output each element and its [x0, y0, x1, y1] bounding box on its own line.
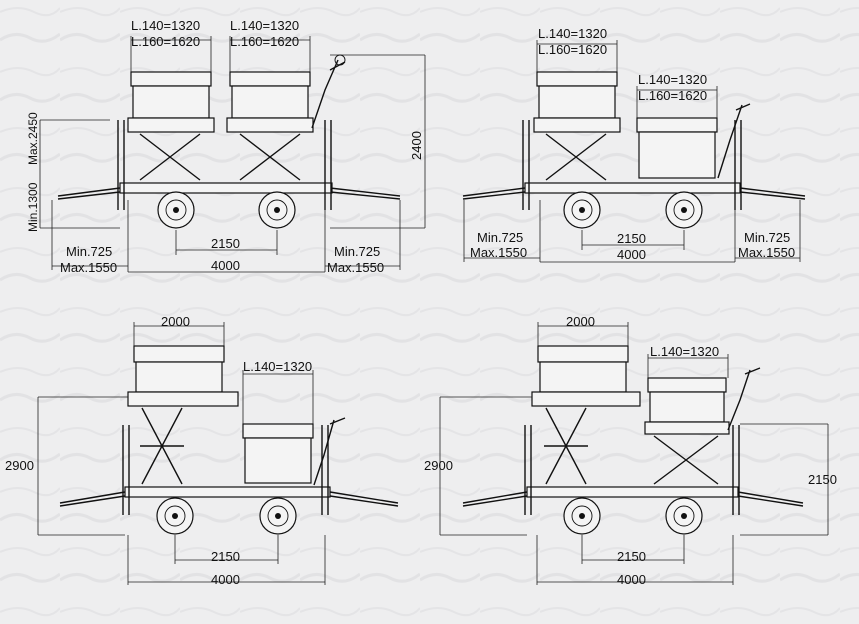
dim-left-height-min: Min.1300	[26, 182, 40, 232]
chassis-beam	[526, 486, 739, 498]
dim-height: 2400	[409, 131, 424, 160]
ramp-right	[329, 491, 399, 507]
platform-2-rail	[647, 377, 727, 393]
wheel-rear	[259, 497, 297, 535]
platform-2-basket	[244, 437, 312, 484]
dim-platform1-b: L.160=1620	[131, 34, 200, 49]
dim-length: 4000	[617, 247, 646, 262]
dim-wheelbase: 2150	[211, 549, 240, 564]
dim-wheelbase: 2150	[617, 549, 646, 564]
dim-platform1-a: L.140=1320	[131, 18, 200, 33]
ramp-right	[329, 187, 401, 200]
platform-2-deck	[226, 117, 314, 133]
dim-length: 4000	[211, 258, 240, 273]
control-handle	[727, 367, 761, 431]
wheel-front	[157, 191, 195, 229]
view-top-left: L.140=1320 L.160=1620 L.140=1320 L.160=1…	[26, 18, 426, 275]
dim-height: 2900	[5, 458, 34, 473]
scissor-1	[544, 407, 588, 485]
ramp-left	[462, 187, 526, 200]
wheel-front	[563, 497, 601, 535]
platform-1-rail	[133, 345, 225, 363]
dim-platform2-b: L.160=1620	[638, 88, 707, 103]
platform-1-deck	[531, 391, 641, 407]
dim-wheelbase: 2150	[211, 236, 240, 251]
dim-wheelbase: 2150	[617, 231, 646, 246]
dim-ramp-right-min: Min.725	[744, 230, 790, 245]
platform-1-basket	[132, 85, 210, 119]
platform-2-basket	[638, 131, 716, 179]
ramp-right	[737, 491, 804, 507]
dim-ramp-left-min: Min.725	[477, 230, 523, 245]
control-handle	[311, 59, 346, 129]
scissor-1	[545, 133, 607, 181]
wheel-rear	[258, 191, 296, 229]
scissor-2	[653, 435, 719, 485]
chassis-beam	[124, 486, 331, 498]
platform-2-basket	[649, 391, 725, 423]
platform-2-basket	[231, 85, 309, 119]
chassis-beam	[524, 182, 741, 194]
view-bottom-right: 2000 L.140=1320 2900 2150 2150 4000	[424, 314, 837, 587]
platform-2-rail	[242, 423, 314, 439]
dim-ramp-left-max: Max.1550	[60, 260, 117, 275]
platform-1-basket	[538, 85, 616, 119]
dim-ramp-left-max: Max.1550	[470, 245, 527, 260]
platform-1-basket	[539, 361, 627, 393]
chassis-beam	[119, 182, 333, 194]
scissor-2	[239, 133, 301, 181]
dim-height-right: 2150	[808, 472, 837, 487]
dim-platform1-a: L.140=1320	[538, 26, 607, 41]
ramp-left	[462, 491, 528, 507]
ramp-right	[739, 187, 806, 200]
platform-1-deck	[127, 117, 215, 133]
wheel-front	[563, 191, 601, 229]
dim-ramp-right-max: Max.1550	[738, 245, 795, 260]
scissor-1	[140, 407, 184, 485]
platform-1-rail	[130, 71, 212, 87]
dim-ramp-right-min: Min.725	[334, 244, 380, 259]
view-bottom-left: 2000 L.140=1320 2900 2150 4000	[5, 314, 399, 587]
platform-1-deck	[533, 117, 621, 133]
dim-length: 4000	[617, 572, 646, 587]
view-top-right: L.140=1320 L.160=1620 L.140=1320 L.160=1…	[462, 26, 806, 263]
platform-2-rail	[636, 117, 718, 133]
dim-platform2-b: L.160=1620	[230, 34, 299, 49]
dim-platform-width: 2000	[161, 314, 190, 329]
dim-ramp-right-max: Max.1550	[327, 260, 384, 275]
dim-platform-width: 2000	[566, 314, 595, 329]
dim-platform2-a: L.140=1320	[230, 18, 299, 33]
scissor-1	[139, 133, 201, 181]
platform-1-deck	[127, 391, 239, 407]
dim-height: 2900	[424, 458, 453, 473]
platform-1-rail	[537, 345, 629, 363]
dim-length: 4000	[211, 572, 240, 587]
dim-ramp-left-min: Min.725	[66, 244, 112, 259]
platform-2-rail	[229, 71, 311, 87]
control-handle	[313, 417, 346, 486]
control-handle	[717, 103, 751, 179]
wheel-rear	[665, 497, 703, 535]
dim-platform2-label: L.140=1320	[243, 359, 312, 374]
dim-platform2-a: L.140=1320	[638, 72, 707, 87]
dim-platform1-b: L.160=1620	[538, 42, 607, 57]
platform-1-basket	[135, 361, 223, 393]
wheel-front	[156, 497, 194, 535]
dim-left-height-max: Max.2450	[26, 112, 40, 165]
wheel-rear	[665, 191, 703, 229]
dim-platform2-label: L.140=1320	[650, 344, 719, 359]
ramp-left	[57, 187, 121, 200]
ramp-left	[59, 491, 126, 507]
platform-2-deck	[644, 421, 730, 435]
platform-1-rail	[536, 71, 618, 87]
